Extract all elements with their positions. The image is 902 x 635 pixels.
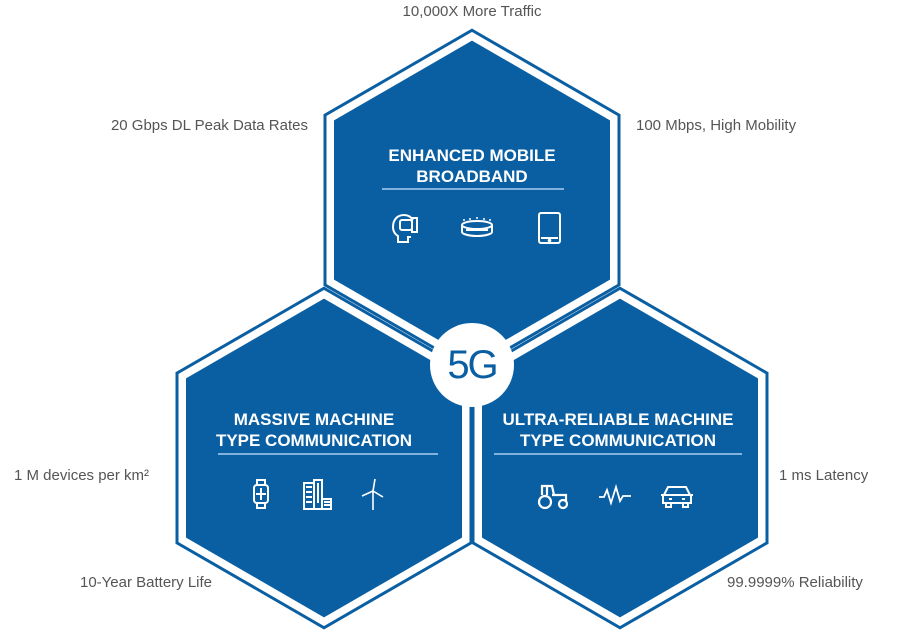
hex-ultra-reliable-machine-type <box>482 298 758 618</box>
label-battery-life: 10-Year Battery Life <box>80 574 213 591</box>
hex-massive-machine-type <box>186 298 462 618</box>
label-mobility: 100 Mbps, High Mobility <box>636 117 797 134</box>
vr-headset-icon <box>392 213 418 243</box>
urllc-title-line1: ULTRA-RELIABLE MACHINE <box>502 410 734 429</box>
embb-divider <box>382 188 564 190</box>
urllc-title: ULTRA-RELIABLE MACHINE TYPE COMMUNICATIO… <box>488 409 748 451</box>
car-icon <box>661 486 693 508</box>
mmtc-title-line2: TYPE COMMUNICATION <box>215 431 413 450</box>
urllc-title-line2: TYPE COMMUNICATION <box>519 431 717 450</box>
tablet-icon <box>538 212 561 244</box>
stadium-icon <box>461 217 493 238</box>
mmtc-title-line1: MASSIVE MACHINE <box>233 410 395 429</box>
buildings-icon <box>303 479 332 510</box>
label-reliability: 99.9999% Reliability <box>727 574 863 591</box>
label-latency: 1 ms Latency <box>779 467 869 484</box>
hex-enhanced-mobile-broadband <box>334 40 610 360</box>
label-traffic: 10,000X More Traffic <box>402 3 542 20</box>
label-device-density: 1 M devices per km² <box>14 467 150 484</box>
urllc-divider <box>494 453 742 455</box>
mmtc-divider <box>218 453 438 455</box>
mmtc-title: MASSIVE MACHINE TYPE COMMUNICATION <box>184 409 444 451</box>
heartbeat-icon <box>599 483 631 507</box>
embb-title: ENHANCED MOBILE BROADBAND <box>342 145 602 187</box>
embb-title-line2: BROADBAND <box>416 167 528 186</box>
smartwatch-icon <box>253 479 269 509</box>
tractor-icon <box>537 484 569 510</box>
label-peak-rate: 20 Gbps DL Peak Data Rates <box>110 117 308 134</box>
5g-badge: 5G <box>430 323 514 407</box>
wind-turbine-icon <box>361 478 384 510</box>
embb-title-line1: ENHANCED MOBILE <box>388 146 556 165</box>
